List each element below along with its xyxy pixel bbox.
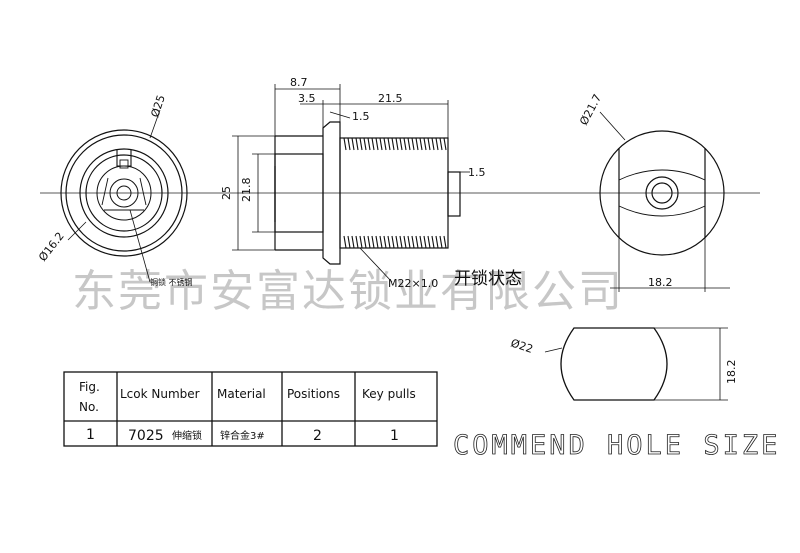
header-lock-number: Lcok Number <box>120 387 200 401</box>
thread-line <box>343 235 347 249</box>
thread-line <box>415 235 419 249</box>
company-watermark: 东莞市安富达锁业有限公司 <box>72 266 624 317</box>
thread-line <box>419 137 423 151</box>
thread-line <box>431 137 435 151</box>
thread-line <box>427 137 431 151</box>
hole-diameter: Ø22 <box>509 336 535 355</box>
thread-line <box>387 235 391 249</box>
thread-lines <box>343 137 447 249</box>
hole-view <box>544 327 728 401</box>
dim-3-5: 3.5 <box>298 92 316 105</box>
dim-21-5: 21.5 <box>378 92 403 105</box>
thread-line <box>383 235 387 249</box>
dim-25: 25 <box>220 186 233 200</box>
thread-line <box>399 235 403 249</box>
thread-line <box>367 235 371 249</box>
thread-line <box>407 137 411 151</box>
thread-line <box>403 137 407 151</box>
header-positions: Positions <box>287 387 340 401</box>
thread-line <box>431 235 435 249</box>
header-material: Material <box>217 387 266 401</box>
thread-line <box>351 137 355 151</box>
thread-line <box>387 137 391 151</box>
cell-positions: 2 <box>313 428 322 444</box>
header-key-pulls: Key pulls <box>362 387 416 401</box>
cell-lock-type: 伸缩锁 <box>172 429 202 442</box>
thread-line <box>367 137 371 151</box>
thread-line <box>391 137 395 151</box>
thread-line <box>411 137 415 151</box>
thread-line <box>395 235 399 249</box>
thread-line <box>403 235 407 249</box>
hole-caption: COMMEND HOLE SIZE <box>453 430 780 461</box>
thread-line <box>391 235 395 249</box>
thread-line <box>359 235 363 249</box>
thread-line <box>355 137 359 151</box>
thread-line <box>355 235 359 249</box>
back-width: 18.2 <box>648 276 673 289</box>
thread-line <box>443 137 447 151</box>
thread-line <box>347 137 351 151</box>
dim-1-5-top: 1.5 <box>352 110 370 123</box>
thread-line <box>427 235 431 249</box>
header-fig: Fig. <box>79 380 100 394</box>
thread-line <box>435 235 439 249</box>
thread-line <box>371 235 375 249</box>
cell-lock-number: 7025 <box>128 428 164 444</box>
front-inner-diameter: Ø16.2 <box>36 230 67 264</box>
thread-line <box>347 235 351 249</box>
spec-table <box>63 371 438 447</box>
thread-line <box>395 137 399 151</box>
dim-21-8: 21.8 <box>240 178 253 203</box>
thread-line <box>343 137 347 151</box>
front-outer-diameter: Ø25 <box>148 93 167 119</box>
thread-line <box>363 235 367 249</box>
cell-key-pulls: 1 <box>390 428 399 444</box>
thread-line <box>419 235 423 249</box>
cell-material: 锌合金3# <box>220 429 265 442</box>
thread-line <box>415 137 419 151</box>
thread-line <box>439 235 443 249</box>
thread-line <box>435 137 439 151</box>
side-dimension-lines <box>232 84 470 283</box>
front-core-note: 铜锁 不锈钢 <box>150 277 193 287</box>
thread-line <box>359 137 363 151</box>
back-diameter: Ø21.7 <box>577 92 604 127</box>
back-view <box>599 111 730 292</box>
thread-line <box>375 235 379 249</box>
thread-spec: M22×1.0 <box>388 277 438 290</box>
thread-line <box>363 137 367 151</box>
unlock-state-label: 开锁状态 <box>454 269 522 289</box>
thread-line <box>411 235 415 249</box>
thread-line <box>379 235 383 249</box>
thread-line <box>399 137 403 151</box>
thread-line <box>423 235 427 249</box>
hole-flat-width: 18.2 <box>725 360 738 385</box>
thread-line <box>383 137 387 151</box>
thread-line <box>407 235 411 249</box>
thread-line <box>443 235 447 249</box>
header-fig-no: No. <box>79 400 99 414</box>
thread-line <box>379 137 383 151</box>
thread-line <box>423 137 427 151</box>
thread-line <box>375 137 379 151</box>
side-view <box>274 121 461 265</box>
thread-line <box>439 137 443 151</box>
dim-1-5-right: 1.5 <box>468 166 486 179</box>
thread-line <box>371 137 375 151</box>
cell-fig: 1 <box>86 427 95 443</box>
dim-8-7: 8.7 <box>290 76 308 89</box>
thread-line <box>351 235 355 249</box>
front-view <box>60 109 188 283</box>
